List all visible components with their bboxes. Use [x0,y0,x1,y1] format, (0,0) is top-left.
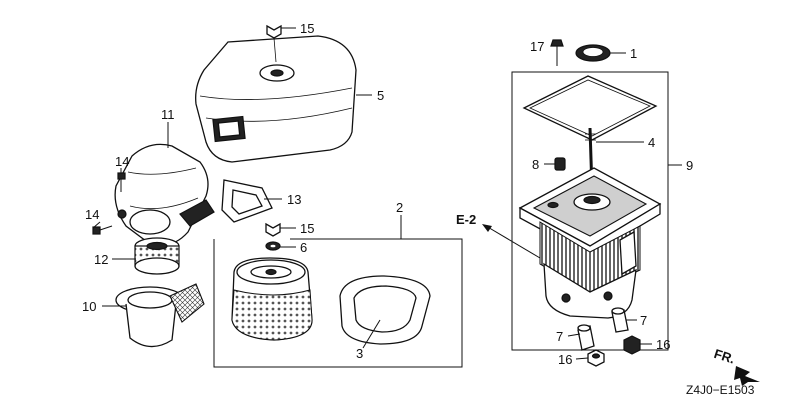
callout-16-left: 16 [558,352,572,367]
air-cleaner-cover [195,35,357,163]
foam-filter-element [339,275,431,345]
air-cleaner-case-group-frame [511,71,669,351]
callout-15-upper: 15 [300,21,314,36]
callout-3: 3 [356,346,363,361]
paper-filter-element [231,257,313,341]
cover-gasket [221,179,273,223]
flange-nut-left [587,349,605,367]
front-direction-arrow-icon [734,366,760,386]
callout-1: 1 [630,46,637,61]
seal-ring [575,44,611,62]
wing-nut-lower [265,222,281,237]
callout-7-right: 7 [640,313,647,328]
callout-16-right: 16 [656,337,670,352]
flange-nut-right [623,335,641,355]
reference-e2: E-2 [456,212,476,227]
air-cleaner-case-small [115,283,205,348]
callout-14-lower: 14 [85,207,99,222]
washer [265,241,281,251]
case-gasket [522,75,658,141]
callout-8: 8 [532,157,539,172]
pre-filter-element [134,237,180,275]
leader-lines [92,27,682,360]
callout-14-upper: 14 [115,154,129,169]
callout-6: 6 [300,240,307,255]
callout-12: 12 [94,252,108,267]
callout-4: 4 [648,135,655,150]
flange-bolt [550,39,564,66]
callout-2: 2 [396,200,403,215]
front-direction-label: FR. [712,346,737,367]
screw-lower [92,225,113,235]
diagram-code: Z4J0−E1503 [686,383,755,397]
callout-7-left: 7 [556,329,563,344]
callout-5: 5 [377,88,384,103]
callout-15-lower: 15 [300,221,314,236]
callout-10: 10 [82,299,96,314]
callout-13: 13 [287,192,301,207]
drain-tube-left [577,324,595,351]
callout-9: 9 [686,158,693,173]
wing-nut-upper [266,24,282,63]
callout-11: 11 [161,107,175,122]
air-guide-shroud [114,143,215,247]
collar [554,157,566,171]
air-cleaner-case [518,167,662,319]
callout-17: 17 [530,39,544,54]
drain-tube-right [611,307,629,333]
filter-element-group-frame [213,238,463,368]
